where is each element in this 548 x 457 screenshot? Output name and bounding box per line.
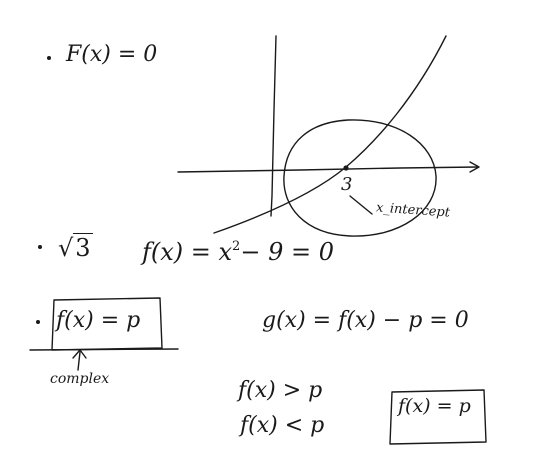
bullet-dot	[38, 245, 42, 249]
box-fxp	[51, 297, 163, 351]
bullet-dot	[36, 320, 40, 324]
equation-gx-definition: g(x) = f(x) − p = 0	[262, 308, 469, 333]
root-label: 3	[341, 174, 353, 195]
fx-lhs: f(x) = x	[142, 238, 233, 266]
sqrt-three: √3	[58, 233, 93, 262]
intercept-point	[343, 165, 349, 171]
intercept-pointer	[349, 195, 373, 215]
x-axis	[177, 166, 479, 173]
sqrt-number: 3	[73, 233, 93, 262]
sqrt-symbol: √	[58, 234, 74, 262]
equation-F-equals-zero: F(x) = 0	[66, 42, 158, 67]
x-axis-arrowhead	[469, 161, 480, 173]
y-axis	[270, 35, 277, 217]
complex-arrowhead	[72, 349, 87, 359]
exponent: 2	[232, 239, 241, 254]
equation-fx-equals-p: f(x) = p	[56, 308, 141, 333]
inequality-greater: f(x) > p	[238, 378, 323, 403]
equation-fx-definition: f(x) = x2− 9 = 0	[142, 240, 334, 264]
fx-rhs: − 9 = 0	[240, 238, 334, 266]
box-underline	[29, 348, 179, 351]
intercept-circle	[283, 119, 437, 237]
bullet-dot	[47, 56, 51, 60]
inequality-less: f(x) < p	[240, 413, 325, 438]
boxed-fx-equals-p: f(x) = p	[398, 395, 471, 417]
complex-arrow	[77, 351, 81, 371]
complex-label: complex	[50, 371, 110, 387]
box-fxp-right	[389, 389, 487, 445]
